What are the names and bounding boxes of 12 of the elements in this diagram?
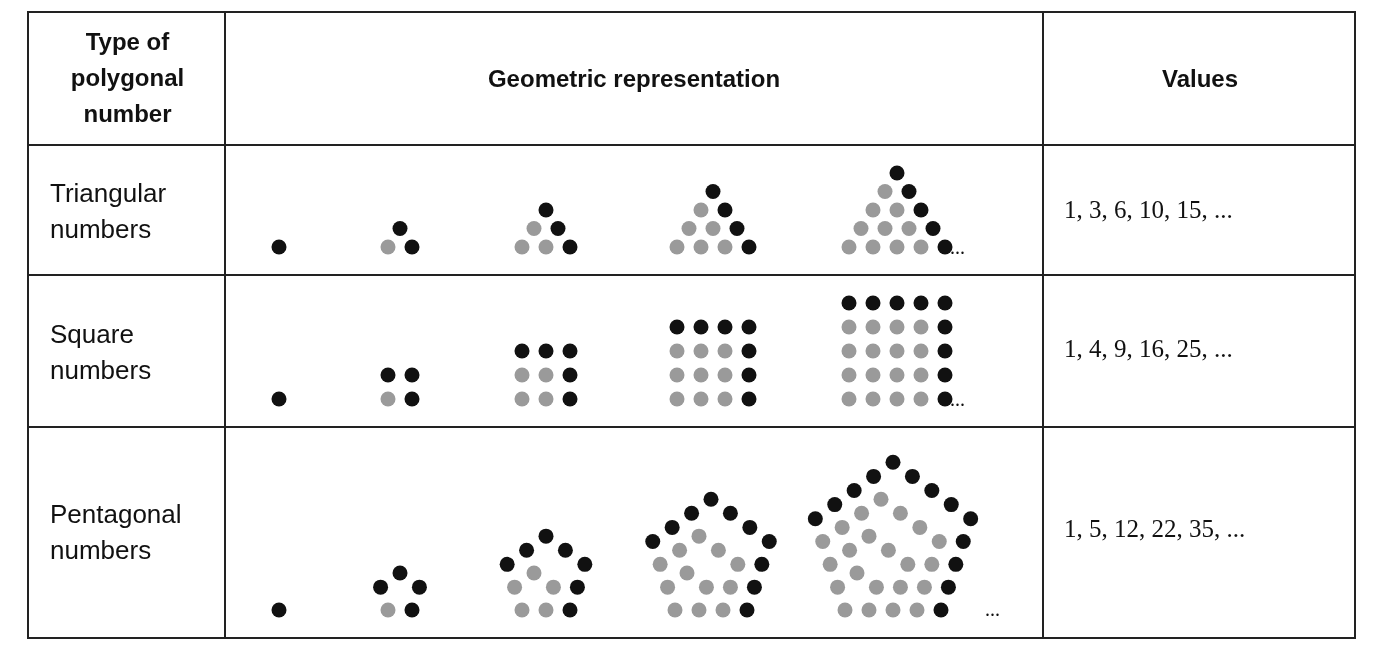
ellipsis: ... [985,598,1000,621]
row-header: Triangular numbers [50,177,168,246]
column-header: Values [1160,64,1240,94]
ellipsis: ... [950,388,965,411]
value-list: 1, 4, 9, 16, 25, ... [1064,335,1233,363]
row-header: Square numbers [50,318,153,387]
ellipsis: ... [950,236,965,259]
row-header: Pentagonal numbers [50,498,183,567]
column-header: Type of polygonal number [69,27,186,129]
column-header: Geometric representation [486,64,782,94]
value-list: 1, 3, 6, 10, 15, ... [1064,196,1233,224]
value-list: 1, 5, 12, 22, 35, ... [1064,515,1246,543]
